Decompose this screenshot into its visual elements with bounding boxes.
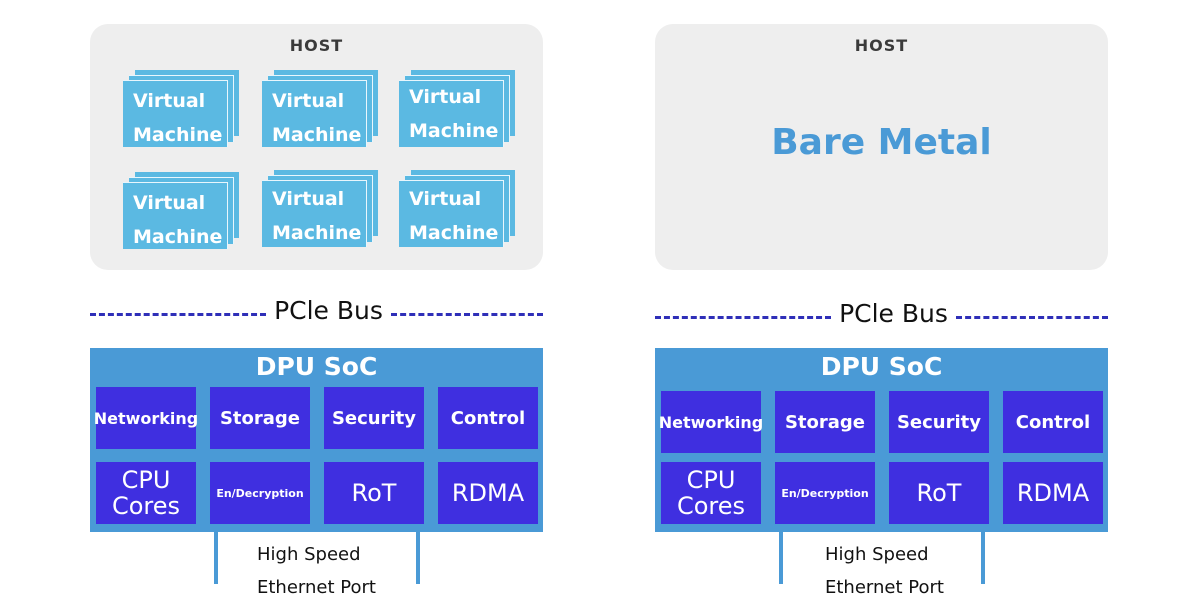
virtual-machine-stack: Virtual Machine (399, 170, 515, 247)
module-rot: RoT (324, 462, 424, 524)
module-networking: Networking (94, 387, 198, 449)
module-rot: RoT (889, 462, 989, 524)
port-line-left (214, 532, 218, 584)
module-en-decryption: En/Decryption (210, 462, 310, 524)
virtual-machine-stack: Virtual Machine (123, 172, 239, 249)
virtual-machine-stack: Virtual Machine (123, 70, 239, 147)
module-cpu-cores: CPU Cores (96, 462, 196, 524)
module-rdma: RDMA (438, 462, 538, 524)
pcie-bus-label: PCle Bus (839, 299, 948, 328)
bus-dash-left (90, 313, 266, 316)
module-storage: Storage (775, 391, 875, 453)
module-cpu-cores: CPU Cores (661, 462, 761, 524)
pcie-bus-label: PCle Bus (274, 296, 383, 325)
host-label: HOST (289, 36, 344, 55)
vm-label: Virtual Machine (409, 188, 499, 244)
ethernet-port-label: High Speed Ethernet Port (257, 544, 376, 598)
dpu-soc: DPU SoC Networking Storage Security Cont… (90, 348, 543, 532)
bare-metal-host-panel: HOST Bare Metal PCle Bus DPU SoC Network… (655, 0, 1200, 600)
dpu-soc: DPU SoC Networking Storage Security Cont… (655, 348, 1108, 532)
module-security: Security (324, 387, 424, 449)
vm-label: Virtual Machine (133, 192, 223, 248)
host-box: HOST Virtual Machine Virtual Machine Vir… (90, 24, 543, 270)
module-en-decryption: En/Decryption (775, 462, 875, 524)
port-line-left (779, 532, 783, 584)
module-rdma: RDMA (1003, 462, 1103, 524)
dpu-title: DPU SoC (255, 352, 378, 381)
vm-label: Virtual Machine (409, 86, 499, 142)
virtual-machine-stack: Virtual Machine (399, 70, 515, 147)
module-security: Security (889, 391, 989, 453)
virtual-machine-stack: Virtual Machine (262, 170, 378, 247)
module-networking: Networking (659, 391, 763, 453)
bus-dash-right (391, 313, 543, 316)
virtual-machine-stack: Virtual Machine (262, 70, 378, 147)
bus-dash-left (655, 316, 831, 319)
ethernet-port-label: High Speed Ethernet Port (825, 544, 944, 598)
module-storage: Storage (210, 387, 310, 449)
port-line-right (416, 532, 420, 584)
vm-label: Virtual Machine (272, 188, 362, 244)
bus-dash-right (956, 316, 1108, 319)
bare-metal-label: Bare Metal (771, 122, 992, 163)
host-label: HOST (854, 36, 909, 55)
vm-label: Virtual Machine (133, 90, 223, 146)
dpu-title: DPU SoC (820, 352, 943, 381)
host-box: HOST Bare Metal (655, 24, 1108, 270)
module-control: Control (438, 387, 538, 449)
vm-label: Virtual Machine (272, 90, 362, 146)
pcie-bus: PCle Bus (90, 296, 543, 332)
pcie-bus: PCle Bus (655, 296, 1108, 332)
port-line-right (981, 532, 985, 584)
module-control: Control (1003, 391, 1103, 453)
virtualized-host-panel: HOST Virtual Machine Virtual Machine Vir… (90, 0, 650, 600)
